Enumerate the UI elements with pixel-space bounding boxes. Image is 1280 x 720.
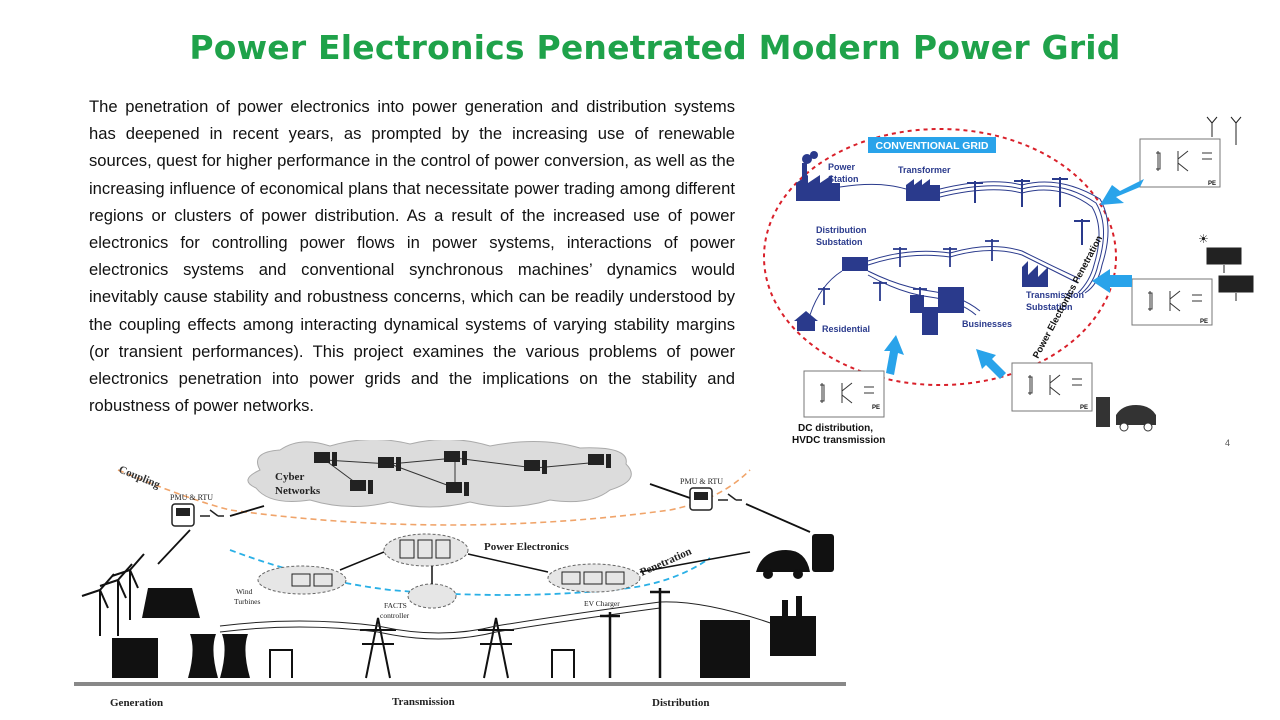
penetration-label: Penetration <box>638 545 693 578</box>
cyber-networks-label-line2: Networks <box>275 485 321 497</box>
facts-controller-label: FACTS <box>384 601 407 610</box>
distribution-poles-icon <box>600 588 670 678</box>
residential-house-icon <box>794 311 818 331</box>
facts-controller-node <box>407 583 457 609</box>
svg-text:☀: ☀ <box>1198 232 1209 246</box>
solar-panel-icon: ☀ <box>1198 232 1255 301</box>
conventional-grid-boundary <box>763 128 1117 386</box>
wind-turbines-label-line2: Turbines <box>234 597 260 606</box>
pmu-rtu-right-icon <box>689 487 742 511</box>
distribution-substation-label: Distribution <box>816 225 867 235</box>
facts-controller-label-line2: controller <box>380 611 410 620</box>
coupling-label: Coupling <box>117 464 162 492</box>
transmission-substation-icon <box>1022 261 1048 287</box>
generation-plants-icon <box>112 634 250 678</box>
pe-box-dc: PE <box>803 370 885 418</box>
pe-box-solar: PE <box>1131 278 1213 326</box>
wind-turbine-pe-node <box>257 565 347 595</box>
page-title: Power Electronics Penetrated Modern Powe… <box>189 28 1121 67</box>
pe-box-ev: PE <box>1011 362 1093 412</box>
hvdc-transmission-label: HVDC transmission <box>792 435 885 446</box>
power-electronics-arrows <box>339 551 751 584</box>
power-station-label-line2: Station <box>828 174 859 184</box>
top-pylons <box>967 177 1090 245</box>
business-buildings-icon <box>910 287 964 335</box>
dc-distribution-label: DC distribution, <box>798 423 873 434</box>
conventional-grid-banner <box>868 137 996 153</box>
pmu-rtu-right-label: PMU & RTU <box>680 477 723 486</box>
penetration-arrows <box>884 179 1144 379</box>
conventional-grid-diagram: CONVENTIONAL GRID Power Station Transfor… <box>763 116 1255 446</box>
transmission-towers-icon <box>269 617 575 679</box>
ev-charger-label: EV Charger <box>584 599 620 608</box>
power-electronics-label: Power Electronics <box>484 541 570 553</box>
transmission-substation-label-line2: Substation <box>1026 302 1073 312</box>
power-electronics-symbols <box>399 539 451 559</box>
wind-turbines-label: Wind <box>236 587 253 596</box>
distribution-substation-icon <box>842 257 868 271</box>
pe-box-dc-tag: PE <box>872 405 880 411</box>
pmu-rtu-left-icon <box>171 503 224 527</box>
conventional-grid-banner-text: CONVENTIONAL GRID <box>876 140 989 152</box>
power-station-label: Power <box>828 162 856 172</box>
ev-charger-pe-node <box>547 563 641 593</box>
distribution-label: Distribution <box>652 697 709 709</box>
cyber-networks-label: Cyber <box>275 471 304 483</box>
power-electronics-node <box>383 533 469 567</box>
transmission-lines-top <box>839 181 1109 294</box>
pe-box-ev-tag: PE <box>1080 405 1088 411</box>
ev-charging-icon <box>1096 397 1156 432</box>
power-station-icon <box>796 151 840 201</box>
ev-car-icon <box>756 534 834 579</box>
pe-box-solar-tag: PE <box>1200 319 1208 325</box>
residential-label: Residential <box>822 324 870 334</box>
network-computers <box>314 451 611 496</box>
distribution-substation-label-line2: Substation <box>816 237 863 247</box>
wind-turbine-icon <box>1206 116 1242 145</box>
ev-charger-converter-icons <box>561 571 625 585</box>
generation-label: Generation <box>110 697 163 709</box>
cyber-networks-cloud <box>247 440 632 508</box>
transmission-label: Transmission <box>392 696 455 708</box>
pe-box-wind-tag: PE <box>1208 181 1216 187</box>
coupling-arc <box>117 469 751 526</box>
pe-box-wind: PE <box>1139 138 1221 188</box>
intro-paragraph: The penetration of power electronics int… <box>89 97 735 416</box>
transformer-label: Transformer <box>898 165 951 175</box>
transformer-icon <box>906 179 940 201</box>
pmu-rtu-left-label: PMU & RTU <box>170 493 213 502</box>
businesses-label: Businesses <box>962 319 1012 329</box>
wind-turbine-converter-icons <box>291 573 333 587</box>
cyber-physical-grid-diagram: Coupling Cyber Networks PMU & RTU PMU & … <box>74 440 846 709</box>
factory-icon <box>770 596 816 656</box>
transmission-substation-label: Transmission <box>1026 290 1084 300</box>
solar-panels-icon <box>142 588 200 618</box>
distribution-poles <box>818 239 999 307</box>
distribution-buildings-icon <box>700 620 750 678</box>
slide-number: 4 <box>1225 438 1231 448</box>
wind-turbines-icon <box>81 553 145 636</box>
communication-arrows <box>157 483 811 565</box>
